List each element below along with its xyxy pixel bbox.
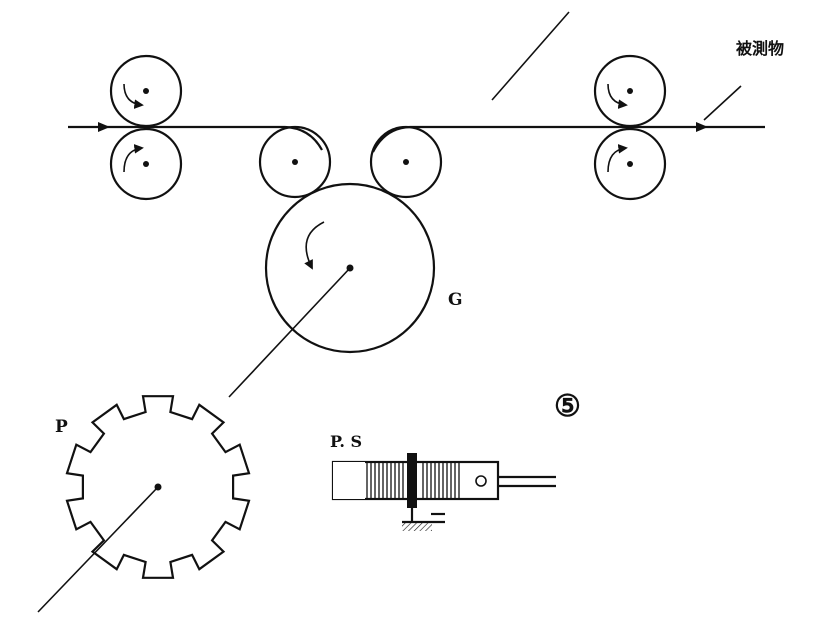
left-roller-pair (109, 54, 183, 201)
label-p: P (55, 417, 68, 437)
guide-rollers (258, 125, 443, 199)
ground-hatch (402, 523, 432, 531)
right-lower-roller (593, 127, 667, 201)
right-roller-pair (593, 54, 667, 201)
left-lower-roller (109, 127, 183, 201)
material-strip (68, 122, 765, 153)
disc-axis-line (37, 486, 159, 613)
feed-arrow-right (696, 122, 708, 132)
shaft-line (228, 267, 351, 398)
leader-line-upper (491, 11, 570, 101)
feed-arrow-left (98, 122, 110, 132)
label-ps: P. S (330, 432, 362, 451)
leader-line-object (703, 85, 742, 121)
right-upper-roller (593, 54, 667, 128)
right-guide-roller (369, 125, 443, 199)
measuring-wheel-g (228, 182, 436, 398)
proximity-sensor (331, 453, 556, 531)
label-g: G (448, 290, 463, 310)
left-upper-roller (109, 54, 183, 128)
pulse-disc-p (37, 395, 251, 613)
sensor-hole (475, 475, 487, 487)
left-guide-roller (258, 125, 332, 199)
label-measured-object: 被測物 (736, 39, 784, 58)
sensor-nut (407, 453, 417, 508)
sensor-coil (366, 462, 460, 499)
figure-number: ⑤ (554, 389, 581, 424)
